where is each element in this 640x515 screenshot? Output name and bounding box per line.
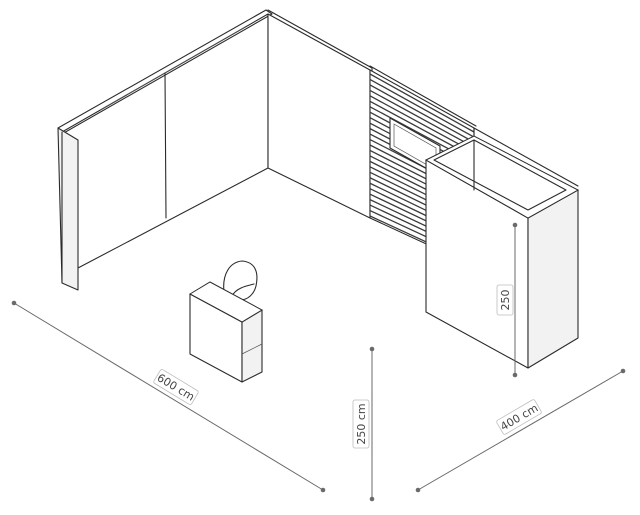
storage-room [424,127,580,369]
slat [369,73,475,133]
center-back-wall [267,9,373,219]
depth-dimension: 400 cm [415,368,626,493]
wall-height-dimension: 250 [496,222,518,378]
wall-height-dimension-label: 250 [499,290,512,311]
height-dimension-label: 250 cm [355,403,368,444]
height-dimension: 250 cm [352,346,375,502]
left-end-panel [57,127,79,291]
slat [369,78,475,138]
slat [369,95,475,153]
counter [188,281,264,383]
width-dimension: 600 cm [11,300,326,493]
left-back-wall [57,9,273,269]
slat [369,89,475,148]
slat [369,84,475,143]
